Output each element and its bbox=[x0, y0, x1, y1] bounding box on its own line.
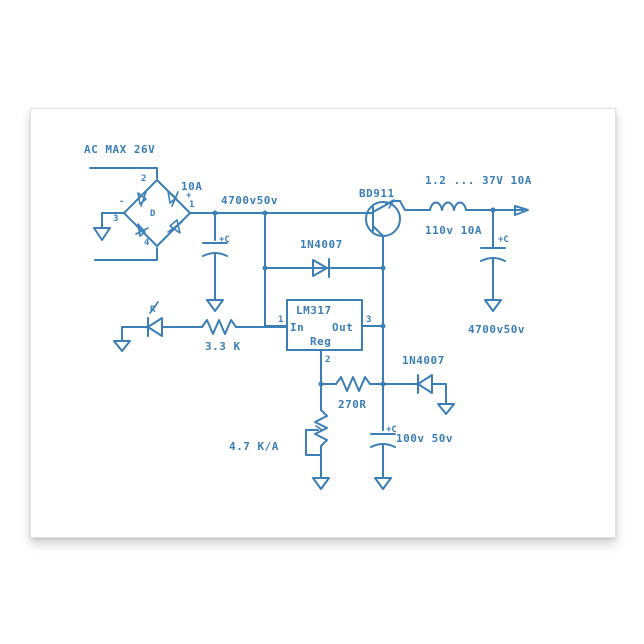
cap1-value: 4700v50v bbox=[221, 194, 278, 207]
transistor-label: BD911 bbox=[359, 187, 395, 200]
junction-dots bbox=[212, 207, 496, 387]
diode-1n4007-upper bbox=[264, 258, 384, 278]
regulator-label: LM317 bbox=[296, 304, 332, 317]
bridge-minus-ground bbox=[93, 212, 125, 241]
resistor2-label: 270R bbox=[338, 398, 367, 411]
bridge-pin-1: 1 bbox=[189, 200, 194, 210]
reg-out-label: Out bbox=[332, 321, 353, 334]
transistor-bd911 bbox=[361, 199, 406, 263]
bridge-pin-2: 2 bbox=[141, 174, 146, 184]
resistor1-label: 3.3 K bbox=[205, 340, 241, 353]
cap-out-value: 4700v50v bbox=[468, 323, 525, 336]
output-capacitor bbox=[480, 209, 506, 312]
bridge-rating: 10A bbox=[181, 180, 202, 193]
diode2-label: 1N4007 bbox=[402, 354, 445, 367]
ac-input-label: AC MAX 26V bbox=[84, 143, 155, 156]
reg-in-label: In bbox=[290, 321, 304, 334]
pot-label: 4.7 K/A bbox=[229, 440, 279, 453]
filter-capacitor-c1 bbox=[202, 242, 228, 312]
reg-pin-3: 3 bbox=[366, 315, 371, 325]
cap1-plus: +C bbox=[219, 235, 230, 245]
resistor-270r bbox=[335, 376, 384, 392]
bridge-minus: - bbox=[119, 197, 124, 207]
adjust-capacitor bbox=[370, 433, 396, 490]
bridge-pin-3: 3 bbox=[113, 214, 118, 224]
ac-input-wires bbox=[89, 167, 158, 261]
led-mark: R bbox=[150, 305, 156, 315]
diode-1n4007-lower bbox=[382, 374, 455, 415]
photo-print-card bbox=[30, 108, 616, 538]
output-inductor bbox=[404, 201, 529, 216]
inductor-rating: 110v 10A bbox=[425, 224, 482, 237]
diode1-label: 1N4007 bbox=[300, 238, 343, 251]
reg-pin-2: 2 bbox=[325, 355, 330, 365]
indicator-led bbox=[113, 301, 203, 352]
reg-pin-1: 1 bbox=[278, 315, 283, 325]
potentiometer-4-7k bbox=[305, 409, 330, 490]
reg-adj-label: Reg bbox=[310, 335, 331, 348]
output-voltage-label: 1.2 ... 37V 10A bbox=[425, 174, 532, 187]
cap-out-plus: +C bbox=[498, 235, 509, 245]
cap3-value: 100v 50v bbox=[396, 432, 453, 445]
bridge-d: D bbox=[150, 209, 156, 219]
resistor-3-3k bbox=[201, 319, 288, 335]
cap3-plus: +C bbox=[386, 425, 397, 435]
bridge-plus: + bbox=[186, 191, 192, 201]
schematic-labels: AC MAX 26V 2 3 4 1 - + D 10A 4700v50v +C… bbox=[84, 143, 532, 453]
bridge-rectifier bbox=[123, 179, 191, 247]
bridge-pin-4: 4 bbox=[144, 238, 150, 248]
